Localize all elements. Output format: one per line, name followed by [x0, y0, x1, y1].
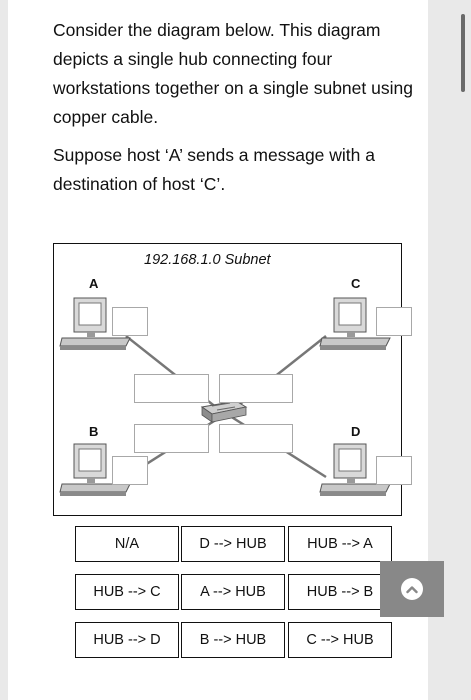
chevron-up-icon: [401, 578, 423, 600]
option-a-to-hub[interactable]: A --> HUB: [181, 574, 285, 610]
option-c-to-hub[interactable]: C --> HUB: [288, 622, 392, 658]
scroll-top-button[interactable]: [380, 561, 444, 617]
subnet-label: 192.168.1.0 Subnet: [144, 252, 271, 268]
option-na[interactable]: N/A: [75, 526, 179, 562]
option-b-to-hub[interactable]: B --> HUB: [181, 622, 285, 658]
question-paragraph-2: Suppose host ‘A’ sends a message with a …: [53, 145, 375, 194]
drop-box-c[interactable]: [376, 307, 412, 336]
host-label-b: B: [89, 424, 99, 439]
drop-box-right-bottom[interactable]: [219, 424, 293, 453]
scrollbar[interactable]: [461, 14, 465, 92]
host-label-d: D: [351, 424, 361, 439]
drop-box-right-top[interactable]: [219, 374, 293, 403]
drop-box-b[interactable]: [112, 456, 148, 485]
option-hub-to-b[interactable]: HUB --> B: [288, 574, 392, 610]
drop-box-left-bottom[interactable]: [134, 424, 209, 453]
drop-box-a[interactable]: [112, 307, 148, 336]
host-label-a: A: [89, 276, 99, 291]
option-d-to-hub[interactable]: D --> HUB: [181, 526, 285, 562]
question-paragraph-1: Consider the diagram below. This diagram…: [53, 20, 413, 127]
drop-box-d[interactable]: [376, 456, 412, 485]
network-diagram: 192.168.1.0 Subnet A C B D: [53, 243, 412, 516]
drop-box-left-top[interactable]: [134, 374, 209, 403]
option-hub-to-d[interactable]: HUB --> D: [75, 622, 179, 658]
hub-icon: [200, 400, 248, 423]
host-label-c: C: [351, 276, 361, 291]
option-hub-to-a[interactable]: HUB --> A: [288, 526, 392, 562]
option-hub-to-c[interactable]: HUB --> C: [75, 574, 179, 610]
